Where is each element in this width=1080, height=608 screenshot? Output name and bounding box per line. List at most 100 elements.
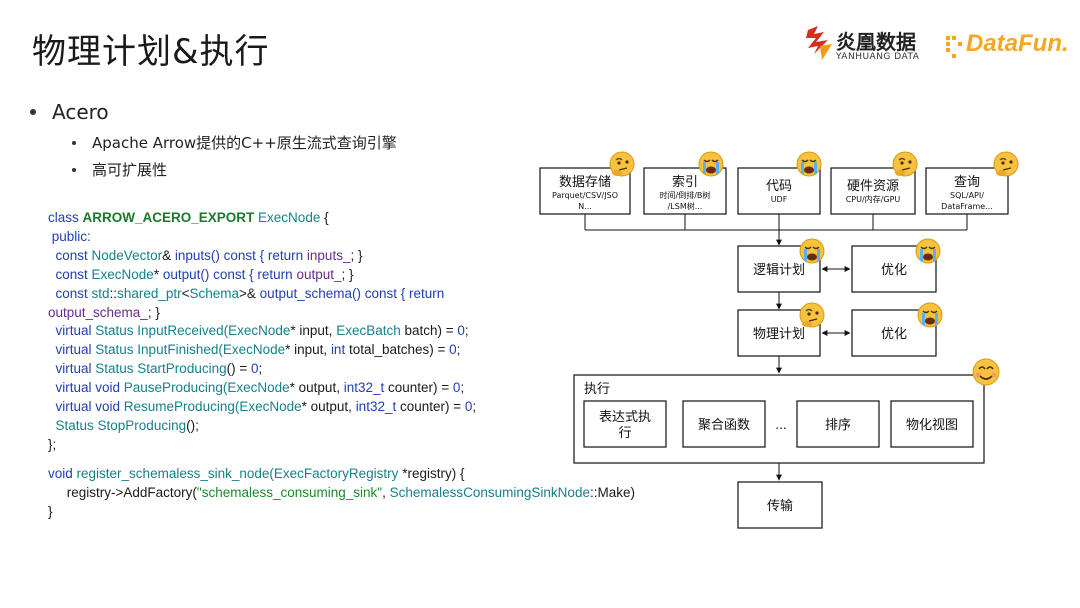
optimize-box-2: 优化 xyxy=(851,309,937,357)
code-token: inputs_ xyxy=(306,247,351,263)
code-line: output_schema_; } xyxy=(48,304,558,323)
code-line: virtual void ResumeProducing(ExecNode* o… xyxy=(48,398,558,417)
code-token: ; xyxy=(464,323,469,339)
code-line: void register_schemaless_sink_node(ExecF… xyxy=(48,465,558,484)
code-token: std xyxy=(91,285,110,301)
crying-emoji-icon xyxy=(917,302,943,328)
source-sub: CPU/内存/GPU xyxy=(846,194,901,204)
code-token: public: xyxy=(48,228,91,244)
code-token: batch) = xyxy=(400,323,458,339)
bullet-sub: 高可扩展性 xyxy=(72,159,397,180)
code-token: registry->AddFactory( xyxy=(48,484,197,500)
code-token: class xyxy=(48,210,83,225)
code-token: InputReceived( xyxy=(133,323,229,339)
datafun-logo: DataFun. xyxy=(944,30,1074,66)
code-token: int32_t xyxy=(343,380,385,396)
code-line: const NodeVector& inputs() const { retur… xyxy=(48,247,558,266)
code-token: NodeVector xyxy=(91,247,163,263)
code-token: ; xyxy=(472,399,477,415)
bullet-sub-text: Apache Arrow提供的C++原生流式查询引擎 xyxy=(92,134,397,152)
exec-item-label: 物化视图 xyxy=(906,418,958,433)
code-token: ExecNode xyxy=(254,210,321,225)
code-token: ; } xyxy=(341,266,354,282)
code-token: output_schema_ xyxy=(48,304,148,320)
physical-plan-label: 物理计划 xyxy=(753,327,805,342)
crying-emoji-icon xyxy=(915,238,941,264)
code-token: ResumeProducing( xyxy=(123,399,240,415)
optimize-label: 优化 xyxy=(881,263,907,278)
yanhuang-logo-en: YANHUANG DATA xyxy=(836,52,920,62)
code-token: ::Make) xyxy=(589,484,635,500)
code-token: virtual xyxy=(48,323,96,339)
code-token: virtual xyxy=(48,342,96,358)
code-token: >& xyxy=(239,285,260,301)
code-block: class ARROW_ACERO_EXPORT ExecNode { publ… xyxy=(48,209,635,522)
source-title: 数据存储 xyxy=(559,175,611,190)
bullet-list: Acero Apache Arrow提供的C++原生流式查询引擎 高可扩展性 xyxy=(30,100,397,180)
code-line: virtual Status StartProducing() = 0; xyxy=(48,360,558,379)
code-token: * xyxy=(153,266,163,282)
source-box-hardware: 硬件资源 CPU/内存/GPU xyxy=(830,167,916,215)
exec-item-label: 聚合函数 xyxy=(698,418,750,433)
code-token: < xyxy=(181,285,190,301)
code-line: registry->AddFactory("schemaless_consumi… xyxy=(48,484,635,503)
code-token: ExecNode xyxy=(239,399,302,415)
datafun-dots-icon xyxy=(946,36,962,58)
slide-title: 物理计划&执行 xyxy=(32,32,270,72)
code-token: "schemaless_consuming_sink" xyxy=(196,484,383,500)
code-line: const ExecNode* output() const { return … xyxy=(48,266,558,285)
code-line: virtual void PauseProducing(ExecNode* ou… xyxy=(48,379,558,398)
source-box-index: 索引 时间/倒排/B树 /LSM树... xyxy=(643,167,727,215)
code-line: virtual Status InputReceived(ExecNode* i… xyxy=(48,322,558,341)
code-token: () const { return xyxy=(200,266,297,282)
thinking-emoji-icon xyxy=(892,151,918,177)
code-token: *registry) { xyxy=(398,465,465,481)
code-token: ExecBatch xyxy=(336,323,401,339)
code-token: * input, xyxy=(285,342,331,358)
code-token: () const { return xyxy=(351,285,445,301)
code-token: ; xyxy=(460,380,465,396)
source-sub: SQL/API/ xyxy=(950,191,984,200)
code-line: }; xyxy=(48,436,558,455)
crying-emoji-icon xyxy=(698,151,724,177)
code-token: void xyxy=(48,465,77,481)
optimize-label: 优化 xyxy=(881,327,907,342)
code-token: 0 xyxy=(251,361,259,377)
code-token: Status xyxy=(48,417,98,433)
source-sub: 时间/倒排/B树 xyxy=(660,190,711,200)
code-token: 0 xyxy=(449,342,457,358)
code-token: Status xyxy=(95,342,134,358)
transfer-label: 传输 xyxy=(767,498,793,514)
source-sub: UDF xyxy=(771,195,788,204)
bullet-main-text: Acero xyxy=(52,100,109,124)
code-token: * output, xyxy=(289,380,344,396)
thinking-emoji-icon xyxy=(993,151,1019,177)
code-line: } xyxy=(48,503,558,522)
code-token: }; xyxy=(48,436,57,452)
code-token: ExecNode xyxy=(228,323,291,339)
yanhuang-bird-icon xyxy=(806,26,832,60)
exec-item-materialized-view: 物化视图 xyxy=(890,400,974,448)
execution-container: 执行 xyxy=(573,374,985,464)
exec-item-sort: 排序 xyxy=(796,400,880,448)
code-token: , xyxy=(382,484,390,500)
code-token: :: xyxy=(109,285,118,301)
code-token: output_schema xyxy=(259,285,352,301)
code-token: SchemalessConsumingSinkNode xyxy=(389,484,590,500)
exec-item-expression: 表达式执 行 xyxy=(583,400,667,448)
code-token: shared_ptr xyxy=(117,285,182,301)
code-token: } xyxy=(48,503,53,519)
crying-emoji-icon xyxy=(799,238,825,264)
bullet-dot-icon xyxy=(72,140,76,145)
source-sub: DataFrame... xyxy=(941,202,993,211)
code-token: * output, xyxy=(301,399,356,415)
exec-item-label: 行 xyxy=(618,426,631,441)
code-token: virtual void xyxy=(48,380,124,396)
source-title: 代码 xyxy=(766,179,792,194)
thinking-emoji-icon xyxy=(609,151,635,177)
thinking-emoji-icon xyxy=(799,302,825,328)
source-connectors xyxy=(584,214,968,246)
code-token: 0 xyxy=(452,380,461,396)
code-token: output_ xyxy=(296,266,342,282)
code-token: ExecFactoryRegistry xyxy=(273,465,399,481)
